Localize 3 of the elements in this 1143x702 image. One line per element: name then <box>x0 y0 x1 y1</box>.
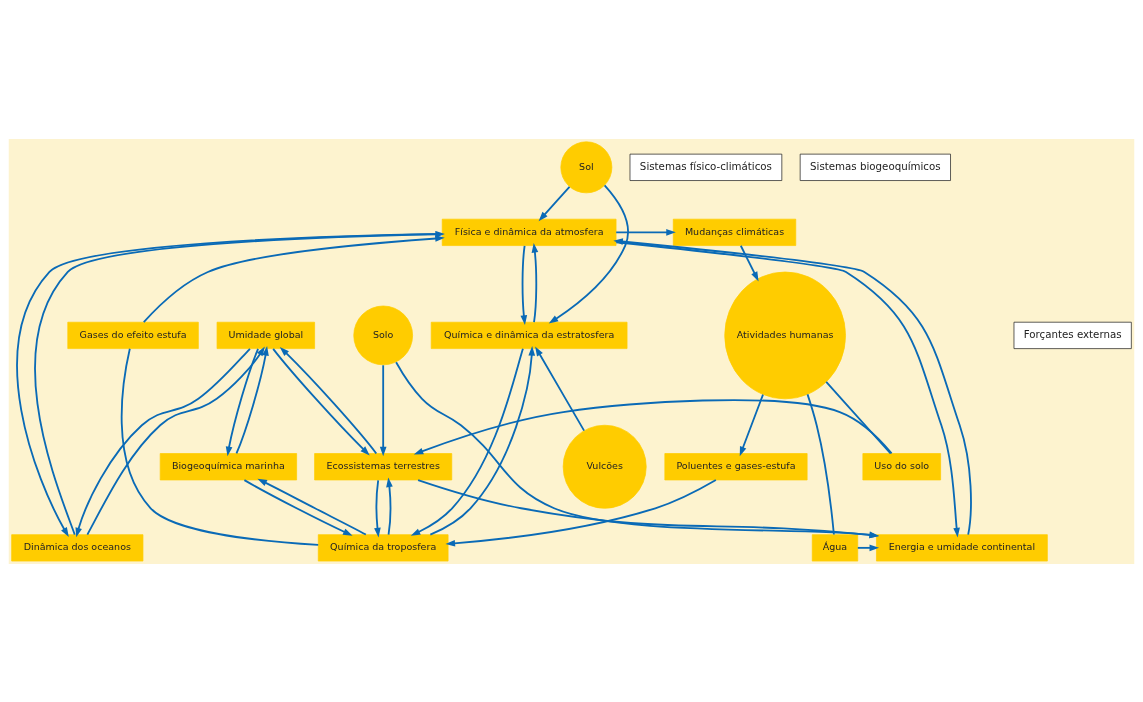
label: Sistemas biogeoquímicos <box>810 159 941 172</box>
label: Sistemas físico-climáticos <box>639 159 772 172</box>
label: Forçantes externas <box>1023 327 1122 340</box>
